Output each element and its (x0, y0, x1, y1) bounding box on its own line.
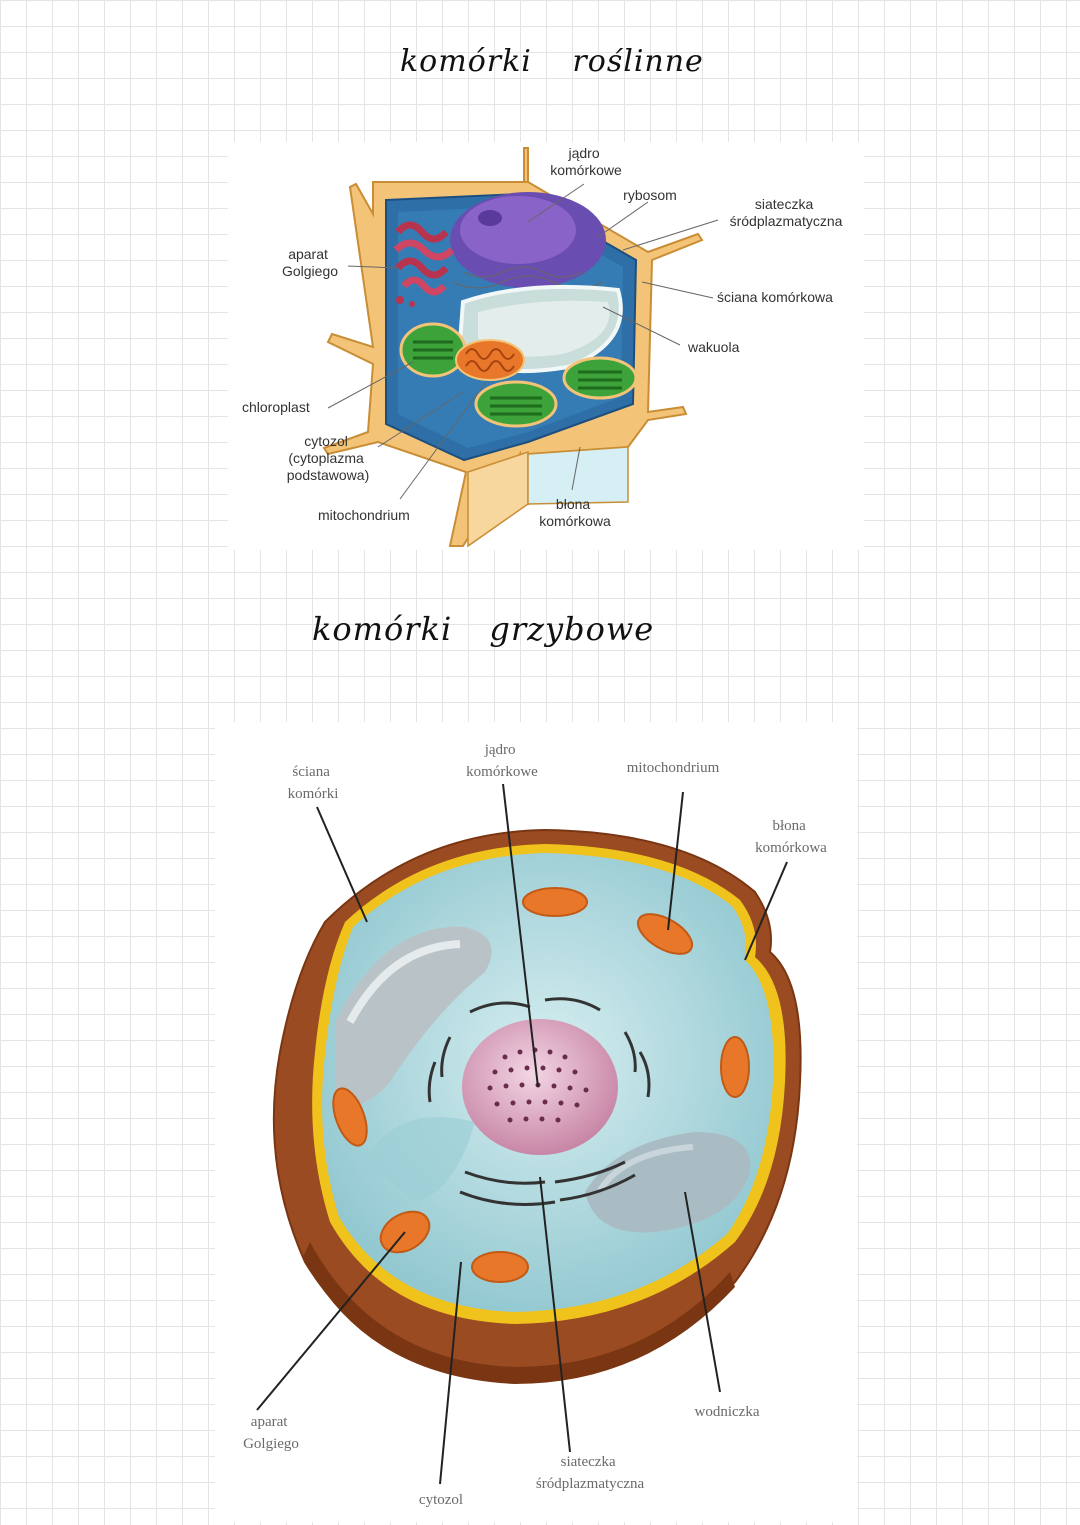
plant-heading-word-1: komórki (400, 44, 532, 79)
fungal-er (427, 997, 651, 1206)
fungal-label-er: siateczka śródplazmatyczna (536, 1454, 645, 1492)
plant-label-ribosome: rybosom (623, 187, 677, 203)
fungal-cell-svg: ściana komórki jądro komórkowe mitochond… (243, 742, 827, 1508)
plant-nucleus (450, 192, 606, 289)
fungal-cell-heading: komórki grzybowe (312, 610, 654, 648)
fungal-label-vacuole: wodniczka (695, 1404, 760, 1420)
plant-label-membrane: błona komórkowa (539, 496, 611, 529)
plant-cell-svg: jądro komórkowe rybosom siateczka śródpl… (242, 145, 843, 548)
plant-label-golgi: aparat Golgiego (282, 246, 338, 279)
plant-label-mitochondrion: mitochondrium (318, 507, 410, 523)
plant-cell-heading: komórki roślinne (400, 44, 704, 79)
fungal-mitochondrion (332, 887, 750, 1283)
fungal-cell-diagram: ściana komórki jądro komórkowe mitochond… (215, 722, 857, 1522)
plant-label-er: siateczka śródplazmatyczna (730, 196, 843, 229)
fungal-nucleus (462, 1019, 618, 1155)
fungal-heading-word-1: komórki (312, 610, 453, 648)
plant-label-chloroplast: chloroplast (242, 399, 310, 415)
plant-golgi (393, 221, 455, 307)
fungal-label-mitochondrion: mitochondrium (627, 760, 720, 776)
fungal-label-nucleus: jądro komórkowe (466, 742, 538, 780)
plant-leader-lines (327, 183, 719, 500)
fungal-label-cell-wall: ściana komórki (288, 764, 339, 802)
fungal-label-membrane: błona komórkowa (755, 818, 827, 856)
plant-label-nucleus: jądro komórkowe (550, 145, 622, 178)
fungal-leader-lines (256, 783, 788, 1485)
plant-heading-word-2: roślinne (572, 44, 704, 79)
plant-chloroplast (399, 322, 638, 428)
fungal-label-cytosol: cytozol (419, 1492, 463, 1508)
fungal-vacuole (585, 1132, 751, 1233)
fungal-heading-word-2: grzybowe (489, 610, 655, 648)
plant-label-vacuole: wakuola (687, 339, 740, 355)
fungal-label-golgi: aparat Golgiego (243, 1414, 299, 1452)
plant-label-cell-wall: ściana komórkowa (717, 289, 833, 305)
plant-label-cytosol: cytozol (cytoplazma podstawowa) (287, 433, 370, 483)
plant-mitochondrion (455, 339, 525, 381)
plant-cell-diagram: jądro komórkowe rybosom siateczka śródpl… (228, 142, 864, 550)
plant-vacuole (457, 284, 623, 374)
